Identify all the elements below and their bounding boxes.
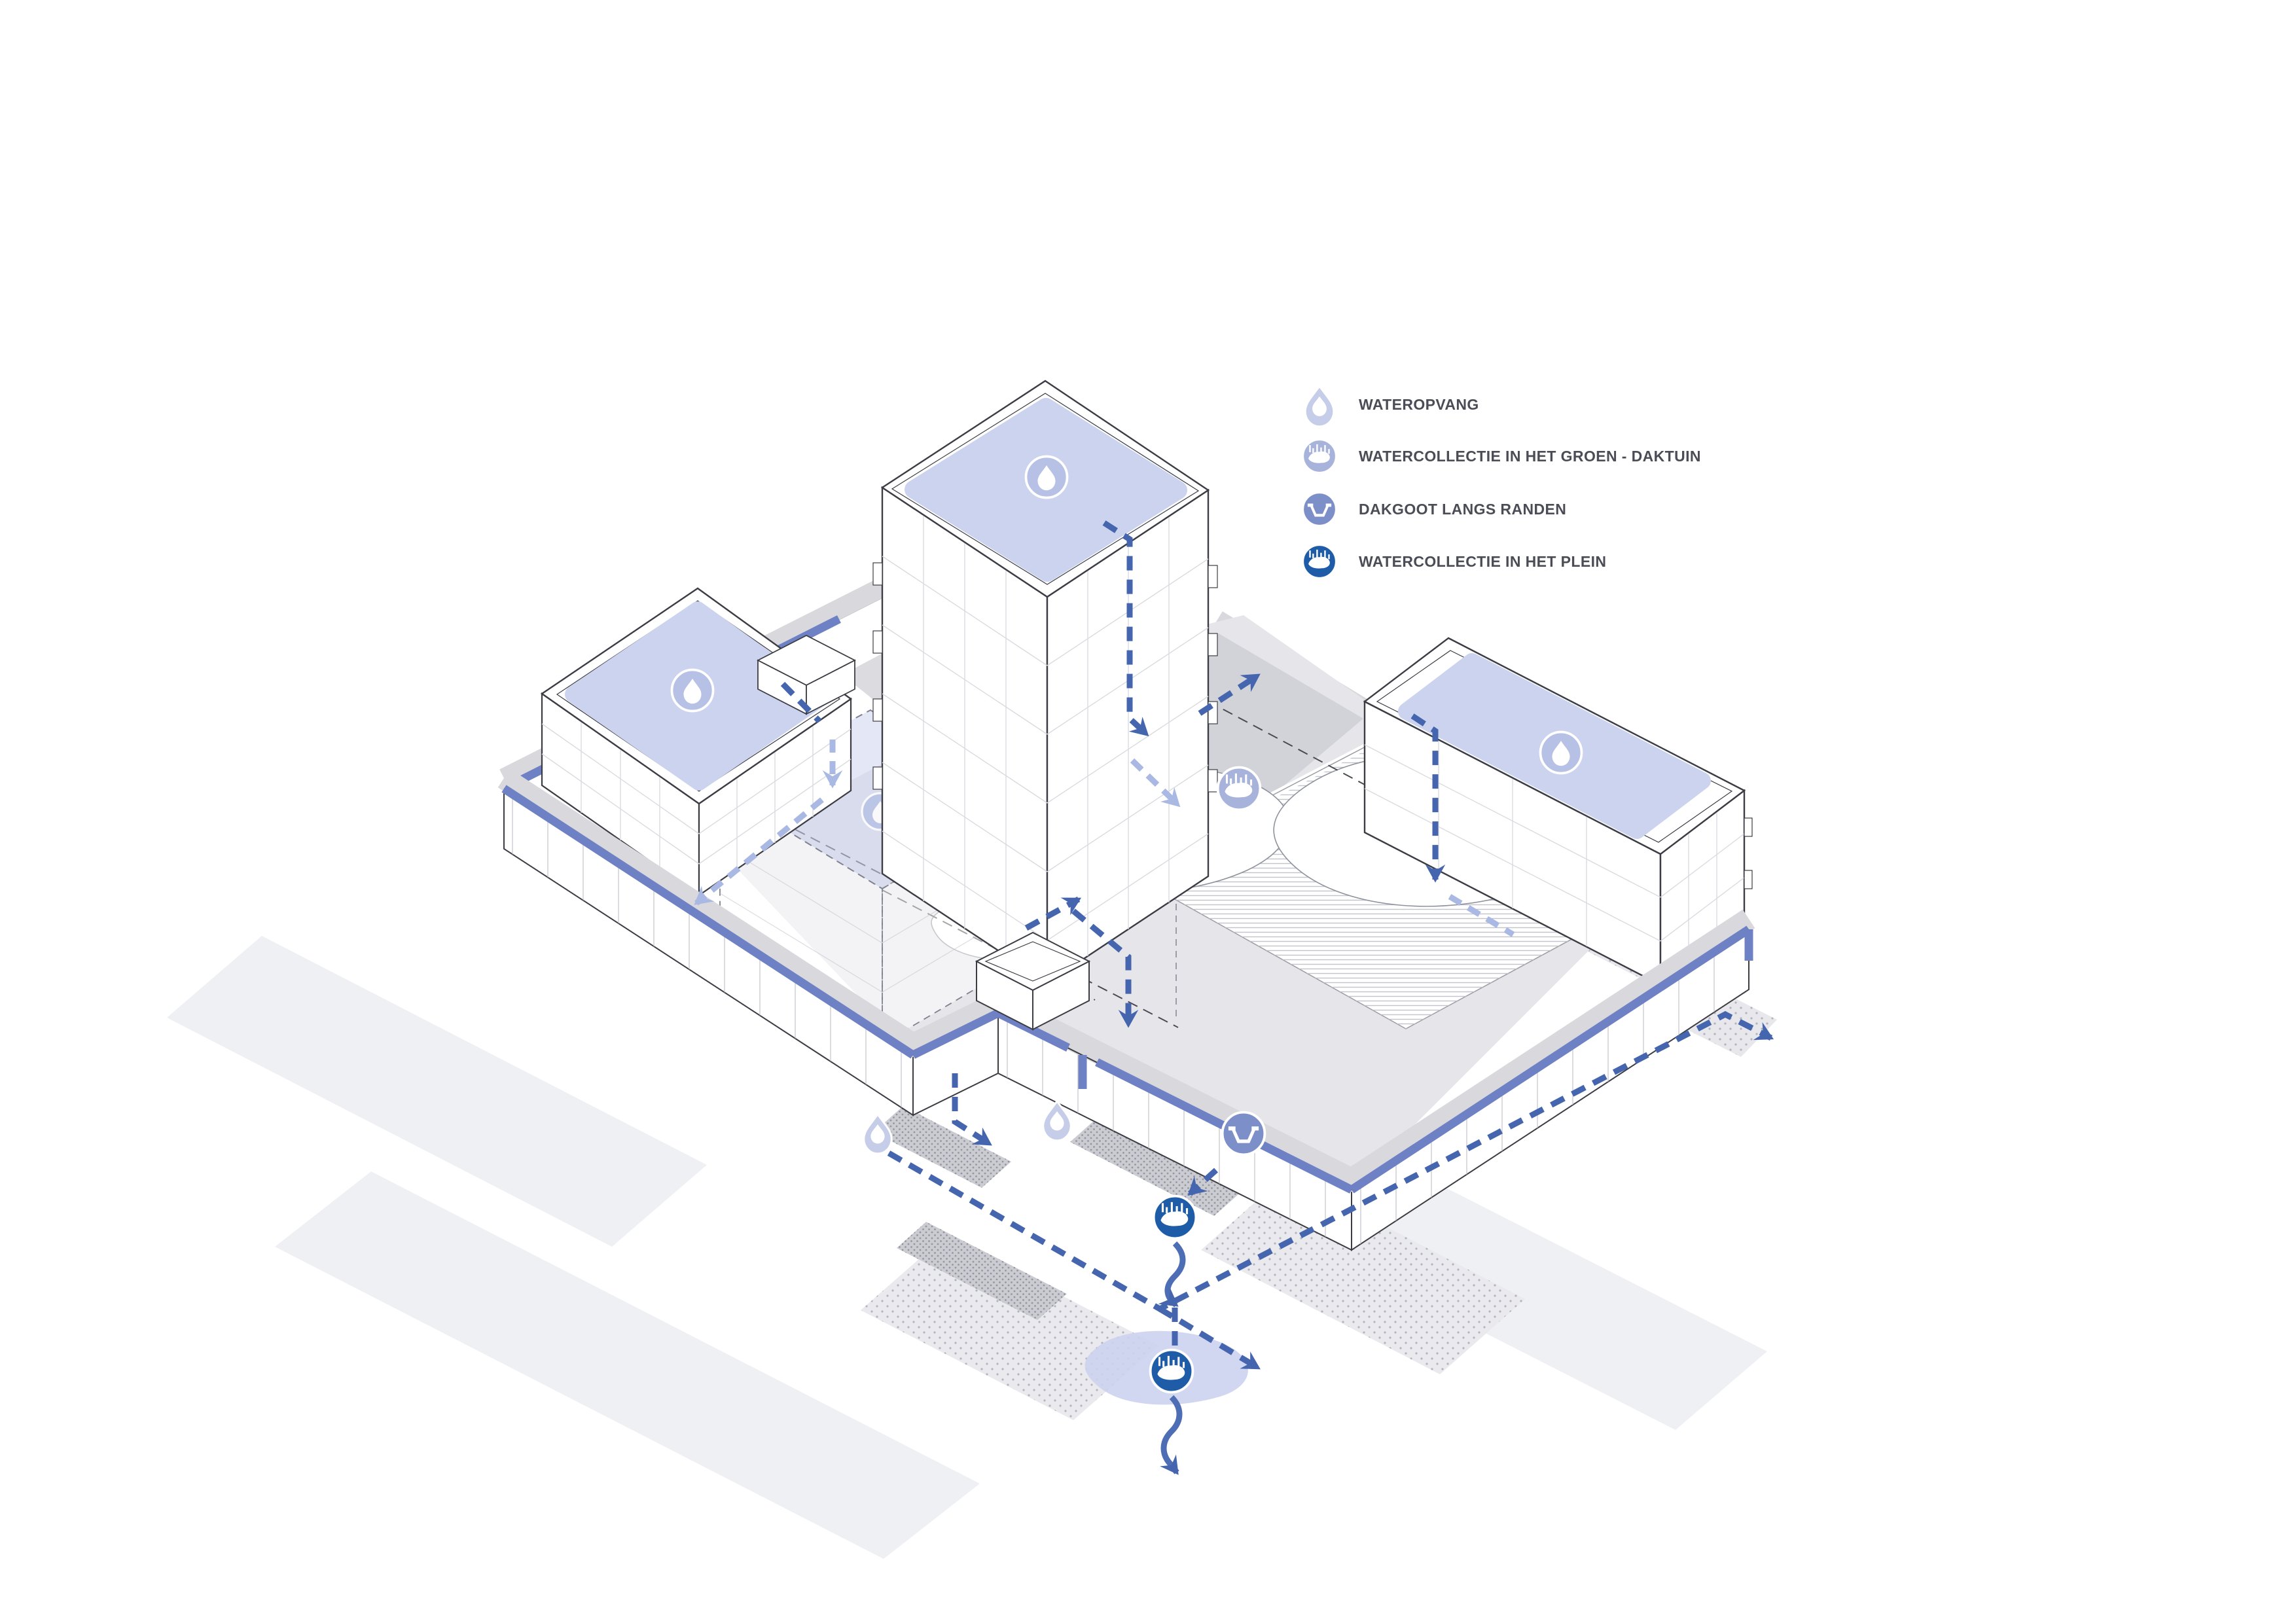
street-flow-paths bbox=[887, 1010, 1774, 1370]
roof-downpipe-flows-light bbox=[694, 740, 1515, 937]
water-collection-plaza-icon bbox=[1302, 544, 1337, 579]
roof-droplet-badge bbox=[670, 668, 715, 713]
right-apartment-slab bbox=[1363, 637, 1753, 987]
roof-droplet-badge bbox=[1539, 730, 1583, 775]
podium-front-gutters bbox=[501, 785, 1753, 1194]
droplet-outline-icon bbox=[1304, 385, 1335, 427]
legend-label-watercollectie-plein: WATERCOLLECTIE IN HET PLEIN bbox=[1359, 553, 1606, 570]
plaza-dotted-fields bbox=[861, 913, 1777, 1420]
roof-droplet-badge bbox=[1024, 455, 1069, 499]
legend-label-dakgoot: DAKGOOT LANGS RANDEN bbox=[1359, 501, 1566, 518]
left-apartment-block bbox=[540, 587, 856, 897]
street-road-bands bbox=[167, 936, 1767, 1559]
water-collection-plaza-icon bbox=[1152, 1194, 1198, 1240]
roof-gutter-icon bbox=[1302, 491, 1337, 527]
legend-label-watercollectie-groen: WATERCOLLECTIE IN HET GROEN - DAKTUIN bbox=[1359, 448, 1701, 465]
roof-downpipe-flows-dark bbox=[780, 520, 1446, 1028]
water-collection-plaza-icon bbox=[1149, 1348, 1194, 1394]
water-collection-green-icon bbox=[1216, 766, 1262, 812]
legend: WATEROPVANG WATERCOLLECTIE IN HET GROEN … bbox=[1302, 385, 1701, 579]
legend-label-wateropvang: WATEROPVANG bbox=[1359, 396, 1479, 413]
left-roof-access-box bbox=[757, 634, 856, 715]
roof-gutter-icon bbox=[1221, 1111, 1266, 1156]
water-collection-green-icon bbox=[1302, 438, 1337, 474]
central-tower bbox=[872, 380, 1218, 985]
infiltration-squiggle-arrows bbox=[1158, 1241, 1186, 1475]
entrance-pavilion bbox=[975, 931, 1091, 1031]
